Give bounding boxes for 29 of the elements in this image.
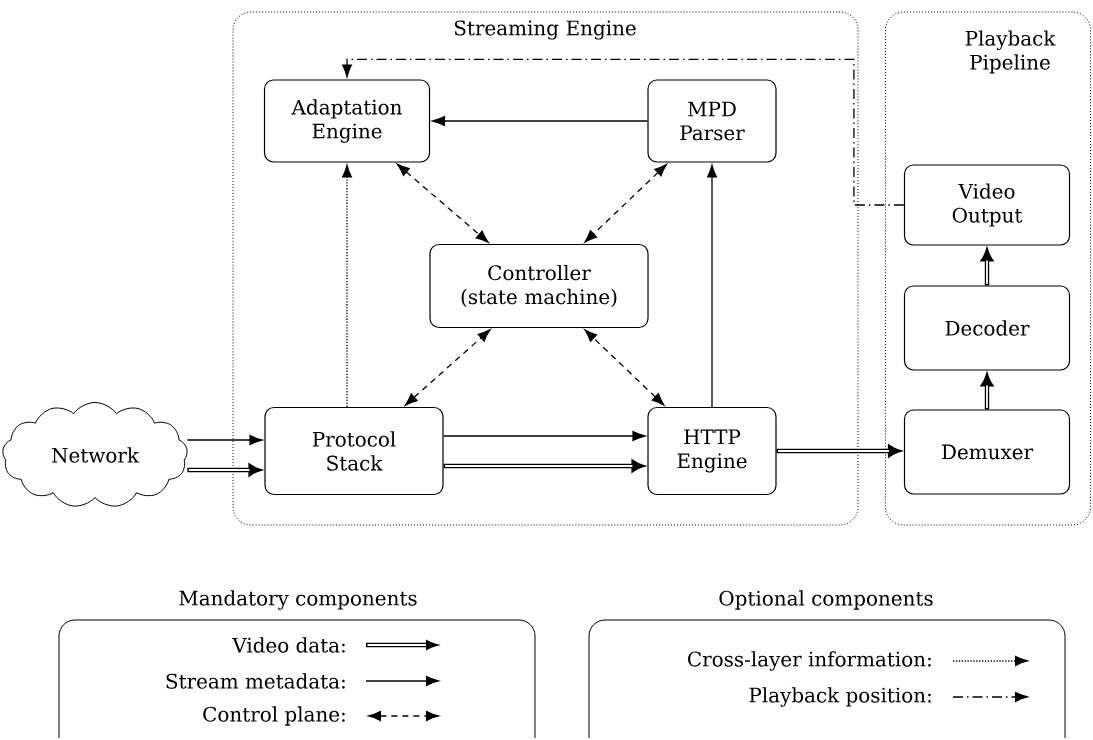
arrow [432,115,649,127]
arrow [404,329,491,406]
arrow [706,164,718,408]
network-cloud: Network [2,402,188,507]
process-box: MPD Parser [647,79,777,163]
legend-heading: Mandatory components [179,590,417,610]
process-box: HTTP Engine [647,406,777,496]
process-box: Adaptation Engine [263,79,431,163]
legend-label: Cross-layer information: [688,651,931,671]
legend-label: Video data: [232,637,345,653]
process-box: Decoder [903,285,1071,371]
arrow [187,464,261,476]
arrow [776,445,901,457]
legend-heading: Optional components [719,590,933,610]
process-box: Video Output [903,164,1071,246]
arrow [396,163,489,243]
arrow [186,434,263,446]
arrow [341,58,905,206]
arrow [584,163,668,243]
process-box: Controller (state machine) [429,243,649,329]
arrow [443,460,644,472]
legend-label: Control plane: [203,706,345,726]
arrow [442,430,646,442]
process-box: Demuxer [903,409,1071,495]
process-box: Protocol Stack [264,406,444,496]
arrow [584,329,665,406]
legend-label: Playback position: [749,687,931,707]
legend-label: Stream metadata: [166,673,345,689]
arrow [341,164,353,408]
